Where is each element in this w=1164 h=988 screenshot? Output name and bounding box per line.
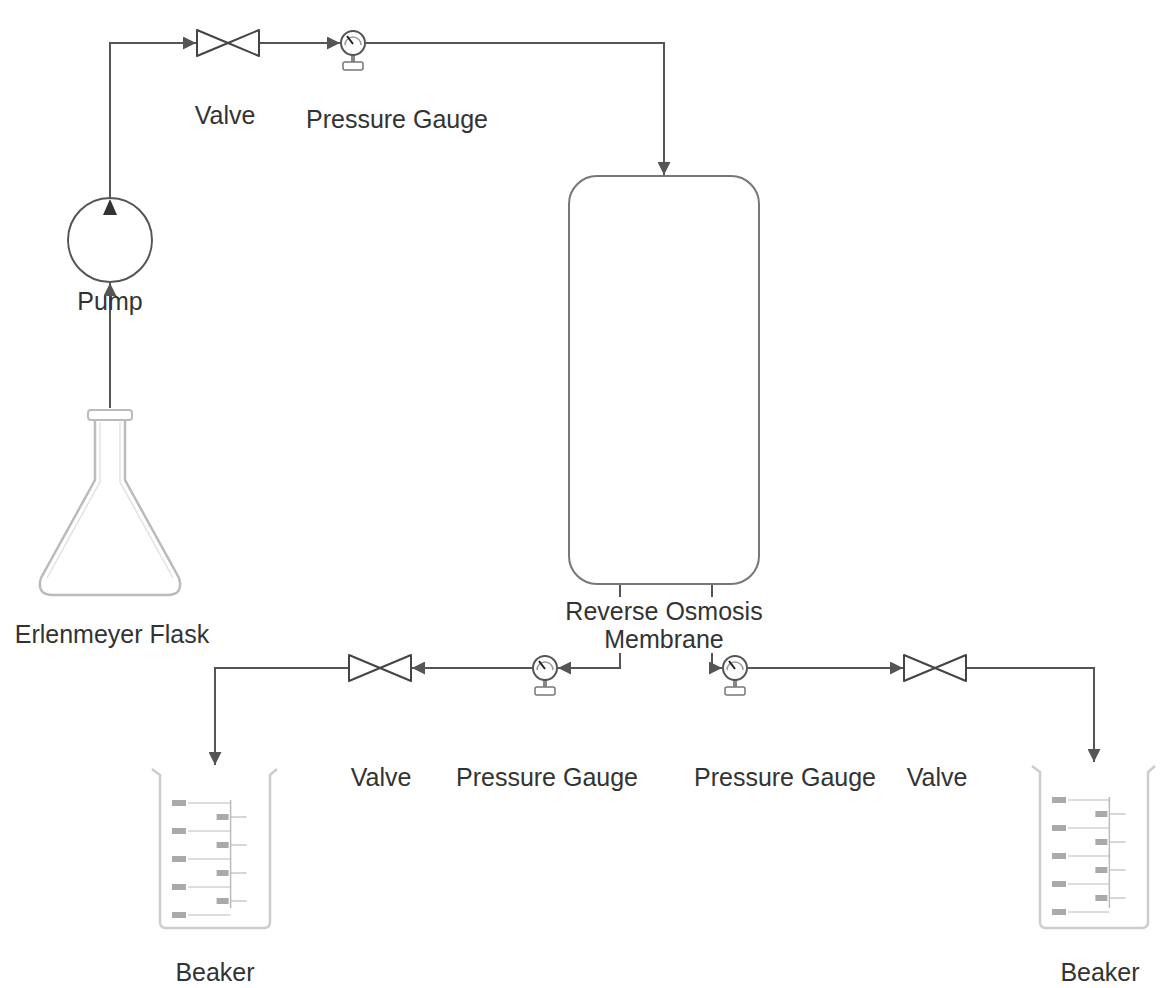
beaker-icon bbox=[150, 765, 280, 930]
beaker-graduations bbox=[172, 800, 247, 918]
pressure-gauge-icon bbox=[722, 654, 748, 698]
erlenmeyer-flask-icon bbox=[33, 408, 187, 598]
gauge-base bbox=[343, 62, 363, 70]
gauge-needle bbox=[539, 661, 545, 669]
pressure-gauge-icon bbox=[532, 654, 558, 698]
component-label: Pressure Gauge bbox=[306, 105, 488, 133]
gauge-dial bbox=[723, 656, 747, 680]
flow-line bbox=[748, 667, 903, 669]
flow-line bbox=[215, 668, 348, 765]
flask-glass bbox=[47, 422, 173, 578]
pump-direction bbox=[103, 199, 117, 215]
beaker: Beaker bbox=[150, 765, 280, 930]
component-label: Valve bbox=[351, 763, 412, 791]
component-label: Pressure Gauge bbox=[456, 763, 638, 791]
pressure-gauge-icon bbox=[340, 29, 366, 73]
gauge-base bbox=[725, 687, 745, 695]
ro-membrane: Reverse Osmosis Membrane bbox=[568, 175, 760, 585]
component-label: Pressure Gauge bbox=[694, 763, 876, 791]
flask-lip bbox=[88, 410, 132, 420]
valve-body bbox=[197, 30, 259, 56]
flow-line bbox=[412, 667, 532, 669]
component-label: Reverse Osmosis Membrane bbox=[548, 597, 780, 653]
flow-line bbox=[967, 668, 1094, 762]
pressure-gauge: Pressure Gauge bbox=[722, 654, 748, 698]
gauge-needle bbox=[729, 661, 735, 669]
erlenmeyer-flask: Erlenmeyer Flask bbox=[33, 408, 187, 598]
valve-symbol-icon bbox=[348, 654, 412, 682]
component-label: Valve bbox=[195, 101, 256, 129]
beaker-icon bbox=[1030, 762, 1158, 930]
membrane-housing bbox=[569, 176, 759, 584]
valve-symbol: Valve bbox=[903, 654, 967, 682]
valve-symbol: Valve bbox=[348, 654, 412, 682]
pressure-gauge: Pressure Gauge bbox=[532, 654, 558, 698]
beaker-outline bbox=[152, 769, 277, 928]
valve-symbol: Valve bbox=[196, 29, 260, 57]
pump-symbol-icon bbox=[67, 197, 153, 283]
component-label: Valve bbox=[907, 763, 968, 791]
pump-casing bbox=[68, 198, 152, 282]
pump-symbol: Pump bbox=[67, 197, 153, 283]
valve-body bbox=[349, 655, 411, 681]
component-label: Erlenmeyer Flask bbox=[15, 620, 210, 648]
gauge-base bbox=[535, 687, 555, 695]
valve-body bbox=[904, 655, 966, 681]
beaker: Beaker bbox=[1030, 762, 1158, 930]
gauge-dial bbox=[533, 656, 557, 680]
flask-outline bbox=[40, 420, 180, 595]
valve-symbol-icon bbox=[196, 29, 260, 57]
pressure-gauge: Pressure Gauge bbox=[340, 29, 366, 73]
gauge-dial bbox=[341, 31, 365, 55]
beaker-graduations bbox=[1052, 797, 1125, 915]
valve-symbol-icon bbox=[903, 654, 967, 682]
flow-line bbox=[110, 43, 196, 197]
component-label: Beaker bbox=[1060, 958, 1139, 986]
gauge-needle bbox=[347, 36, 353, 44]
ro-membrane-icon bbox=[568, 175, 760, 585]
flow-line bbox=[260, 42, 340, 44]
gauge-scale bbox=[727, 662, 743, 670]
component-label: Beaker bbox=[175, 958, 254, 986]
gauge-scale bbox=[537, 662, 553, 670]
component-label: Pump bbox=[77, 287, 142, 315]
beaker-outline bbox=[1032, 766, 1155, 928]
gauge-scale bbox=[345, 37, 361, 45]
